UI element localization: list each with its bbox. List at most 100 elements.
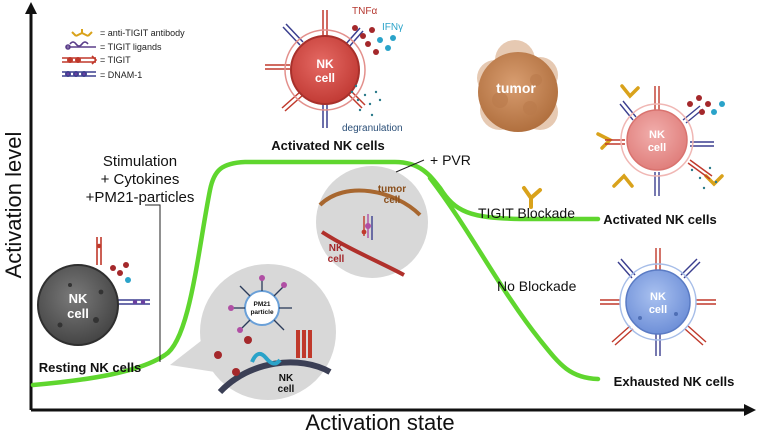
particle-label: particle [250,309,274,316]
x-axis-arrowhead [744,404,756,416]
stimulation-label: Stimulation + Cytokines +PM21-particles [86,153,195,362]
cell-body [626,109,688,171]
cell-outline [284,29,366,111]
branch-label: TIGIT Blockade [478,205,575,221]
receptor-domain [96,243,102,249]
cytokine-cluster [687,95,725,115]
granule [68,283,72,287]
stimulation-line: + Cytokines [101,171,180,188]
no-blockade-curve [427,175,601,382]
dnam1-icon [62,71,96,78]
stimulation-line: Stimulation [103,153,177,170]
cell-label: cell [648,142,666,154]
ligand-icon [65,41,96,50]
ifng-label: IFNγ [382,22,403,33]
cytokine-dot [232,368,240,376]
cytokine-dot [244,336,252,344]
pm21-particle-inset: PM21 particle NK cell [170,264,336,400]
inset-bubble [200,264,336,400]
antibody-icon [71,29,93,37]
receptor-chain [302,330,306,358]
pvr-label: + PVR [430,152,471,168]
resting-nk-cell: NK cell Resting NK cells [37,237,150,375]
cell-body [290,35,360,105]
branch-label: No Blockade [497,278,577,294]
cell-label: cell [649,304,667,316]
ligand-dot [228,305,234,311]
particle-label: PM21 [254,301,271,308]
legend-item-antibody: = anti-TIGIT antibody [71,28,185,38]
cytokine-dot [125,277,131,283]
ligand-dot [259,275,265,281]
y-axis-arrowhead [25,2,37,14]
pm21-particle [244,290,280,326]
legend-item-dnam1: = DNAM-1 [62,70,142,80]
cell-label: cell [278,384,295,395]
receptor-chain [308,330,312,358]
tumor-cell-label: cell [384,195,401,206]
cytokine-dot [123,262,129,268]
receptor-chain [296,330,300,358]
cytokine-dot [110,265,116,271]
tumor-cell-label: tumor [378,184,406,195]
legend: = anti-TIGIT antibody = TIGIT ligands = … [62,28,185,80]
legend-label: = anti-TIGIT antibody [100,28,185,38]
x-axis-label: Activation state [305,410,454,434]
tigit-blockade-branch: TIGIT Blockade No Blockade [478,186,577,294]
receptors [265,10,366,112]
tumor-body [478,52,558,132]
y-axis-label: Activation level [1,132,26,279]
ligand-dot [281,282,287,288]
cytokine-dot [117,270,123,276]
synapse-inset: tumor cell NK cell [316,159,428,278]
legend-label: = DNAM-1 [100,70,142,80]
nk-cell-label: cell [328,254,345,265]
legend-label: = TIGIT ligands [100,42,162,52]
degranulation-dots [690,166,718,190]
particle-ligands [232,279,292,331]
receptors [617,258,701,356]
callout-leader [145,204,161,362]
tumor-label: tumor [496,80,536,96]
granule [93,317,99,323]
tumor: tumor [477,40,558,132]
blue-receptor [250,351,282,366]
granule [98,289,104,295]
inset-leader [395,159,425,173]
cell-title: Activated NK cells [271,138,384,153]
cell-outline [620,103,694,177]
granule [57,322,63,328]
nk-membrane [320,230,405,277]
cell-label: NK [69,291,88,306]
cell-label: NK [649,129,665,141]
receptor-domain [132,299,138,305]
nk-cell-label: NK [329,243,344,254]
stimulation-line: +PM21-particles [86,189,195,206]
antibody-icon [522,186,542,209]
receptor-domain [140,299,146,305]
cell-title: Resting NK cells [39,360,142,375]
cell-label: cell [67,306,89,321]
degranulation-label: degranulation [342,123,403,134]
cell-title: Activated NK cells [603,212,716,227]
cell-label: cell [315,71,335,85]
activated-nk-cell-right: NK cell Activated NK cells [596,84,725,227]
cell-label: NK [279,373,294,384]
cytokine-cluster [352,25,396,55]
tigit-icon [62,55,98,65]
ligand-dot [237,327,243,333]
tumor-membrane [318,188,422,217]
legend-item-tigit: = TIGIT [62,55,131,65]
cell-title: Exhausted NK cells [614,374,735,389]
degranulation-dots [350,84,382,117]
receptors [605,86,713,180]
legend-item-ligand: = TIGIT ligands [65,41,162,52]
cell-outline [619,263,697,341]
activated-nk-cell-top: NK cell TNFα IFNγ degranulation Activate… [265,6,403,153]
cell-label: NK [316,57,334,71]
granule [674,312,678,316]
receptors [600,248,716,346]
exhausted-nk-cell: NK cell Exhausted NK cells [600,248,734,389]
